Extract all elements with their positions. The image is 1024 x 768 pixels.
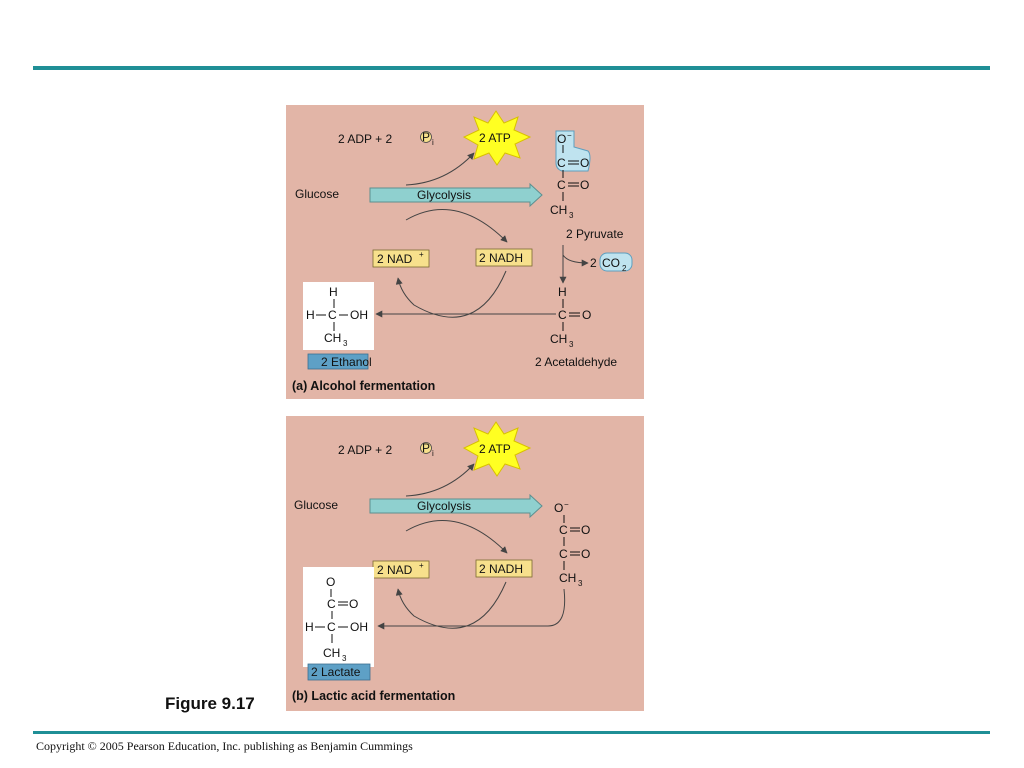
lactate-oh: OH [350, 620, 368, 634]
ethanol-ch: CH [324, 331, 341, 345]
glucose-label: Glucose [295, 187, 339, 201]
nad-label: 2 NAD [377, 563, 413, 577]
acetaldehyde-c: C [558, 308, 567, 322]
adp-label: 2 ADP + 2 [338, 443, 392, 457]
glycolysis-arrow [369, 182, 543, 208]
nadh-arc [405, 209, 508, 243]
nad-sup: + [419, 250, 424, 259]
panel-a-caption: (a) Alcohol fermentation [292, 379, 435, 393]
acetaldehyde-ch-sub: 3 [569, 340, 574, 349]
panel-b-caption: (b) Lactic acid fermentation [292, 689, 455, 703]
pyruvate-c1: C [557, 156, 566, 170]
pyruvate-ch-sub: 3 [578, 579, 583, 588]
carboxyl-highlight [555, 130, 591, 172]
pyruvate-o1: O [580, 156, 589, 170]
phosphate-sub: i [432, 138, 434, 147]
phosphate-circle [420, 131, 432, 143]
nad-regeneration-arc [395, 270, 507, 318]
acetaldehyde-label: 2 Acetaldehyde [535, 355, 617, 369]
lactate-label: 2 Lactate [311, 665, 361, 679]
nad-sup: + [419, 561, 424, 570]
pyruvate-c2: C [557, 178, 566, 192]
ethanol-structure-box [303, 282, 374, 350]
lactate-c1: C [327, 597, 336, 611]
lactate-o-top: O [326, 575, 335, 589]
nadh-label: 2 NADH [479, 562, 523, 576]
atp-arc [405, 463, 475, 497]
atp-label: 2 ATP [479, 131, 511, 145]
lactate-h-left: H [305, 620, 314, 634]
nadh-arc [405, 520, 508, 554]
phosphate-circle [420, 442, 432, 454]
pyruvate-o-minus: − [564, 500, 569, 509]
pyruvate-o2: O [581, 547, 590, 561]
pyruvate-ch: CH [550, 203, 567, 217]
nad-regeneration-arc [395, 581, 507, 629]
panel-alcohol-fermentation: 2 ATP 2 ADP + 2 P i Glucose Glycolysis O… [286, 105, 644, 399]
alcohol-fermentation-diagram: 2 ATP 2 ADP + 2 P i Glucose Glycolysis O… [292, 110, 633, 393]
lactate-ch: CH [323, 646, 340, 660]
phosphate-p: P [422, 441, 430, 455]
atp-burst [462, 421, 532, 477]
co2-sub: 2 [622, 264, 627, 273]
pyruvate-o-top: O [557, 132, 566, 146]
ethanol-label: 2 Ethanol [321, 355, 372, 369]
pyruvate-label: 2 Pyruvate [566, 227, 624, 241]
ethanol-label-box [307, 353, 369, 370]
glucose-label: Glucose [294, 498, 338, 512]
bottom-rule [33, 731, 990, 734]
top-rule [33, 66, 990, 70]
acetaldehyde-o: O [582, 308, 591, 322]
atp-burst [462, 110, 532, 166]
pyruvate-ch: CH [559, 571, 576, 585]
pyruvate-o-top: O [554, 501, 563, 515]
co2-branch-arrow [562, 254, 589, 267]
pyruvate-c2: C [559, 547, 568, 561]
phosphate-sub: i [432, 449, 434, 458]
acetaldehyde-ch: CH [550, 332, 567, 346]
nad-box [372, 249, 430, 268]
pyruvate-o1: O [581, 523, 590, 537]
ethanol-ch-sub: 3 [343, 339, 348, 348]
pyruvate-o2: O [580, 178, 589, 192]
co2-label: CO [602, 256, 620, 270]
lactate-o1: O [349, 597, 358, 611]
acetaldehyde-h: H [558, 285, 567, 299]
panel-lactic-acid-fermentation: 2 ATP 2 ADP + 2 P i Glucose Glycolysis O… [286, 416, 644, 711]
atp-arc [405, 152, 475, 186]
glycolysis-label: Glycolysis [417, 499, 471, 513]
phosphate-p: P [422, 130, 430, 144]
pyruvate-c1: C [559, 523, 568, 537]
glycolysis-label: Glycolysis [417, 188, 471, 202]
ethanol-h-left: H [306, 308, 315, 322]
nadh-label: 2 NADH [479, 251, 523, 265]
glycolysis-arrow [369, 493, 543, 519]
lactate-label-box [307, 663, 371, 681]
copyright-text: Copyright © 2005 Pearson Education, Inc.… [36, 739, 413, 753]
lactate-c2: C [327, 620, 336, 634]
co2-highlight [599, 252, 633, 272]
co2-prefix: 2 [590, 256, 597, 270]
ethanol-oh: OH [350, 308, 368, 322]
pyruvate-o-minus: − [567, 131, 572, 140]
figure-label: Figure 9.17 [165, 694, 255, 713]
adp-label: 2 ADP + 2 [338, 132, 392, 146]
lactic-acid-fermentation-diagram: 2 ATP 2 ADP + 2 P i Glucose Glycolysis O… [292, 421, 590, 703]
atp-label: 2 ATP [479, 442, 511, 456]
lactate-ch-sub: 3 [342, 654, 347, 663]
pyruvate-ch-sub: 3 [569, 211, 574, 220]
nadh-box [475, 559, 533, 578]
lactate-structure-box [303, 567, 374, 667]
pyruvate-to-lactate-arrow [377, 588, 566, 630]
nadh-box [475, 248, 533, 267]
nad-label: 2 NAD [377, 252, 413, 266]
ethanol-c: C [328, 308, 337, 322]
ethanol-h-top: H [329, 285, 338, 299]
